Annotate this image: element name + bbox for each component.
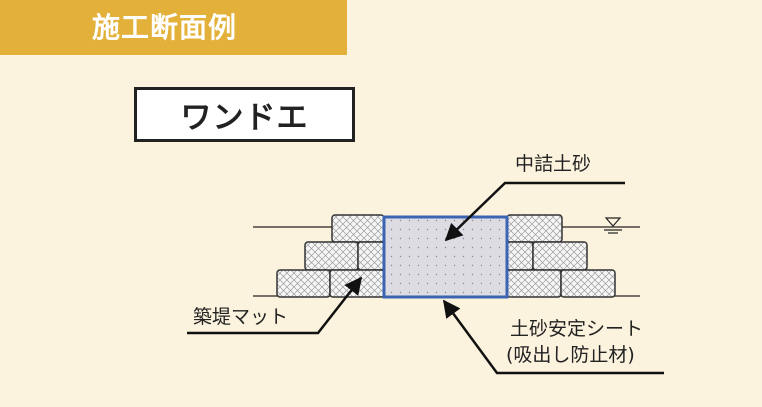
mat-block	[506, 269, 562, 298]
sheet-callout: 土砂安定シート (吸出し防止材)	[442, 299, 664, 375]
mat-label: 築堤マット	[193, 306, 288, 328]
sheet-label-line2: (吸出し防止材)	[506, 344, 635, 366]
mat-block	[304, 241, 359, 271]
fill-soil-callout: 中詰土砂	[444, 153, 625, 242]
mat-block	[357, 241, 385, 271]
mat-block	[532, 241, 588, 271]
construction-type-label: ワンドエ	[180, 100, 309, 136]
mat-block	[506, 241, 534, 271]
mat-block	[560, 269, 616, 298]
section-header: 施工断面例	[0, 0, 347, 55]
embankment-mats-right	[506, 214, 616, 298]
construction-type-box: ワンドエ	[134, 87, 355, 142]
mat-callout: 築堤マット	[187, 276, 363, 335]
water-level-icon	[604, 217, 622, 234]
sheet-label-line1: 土砂安定シート	[510, 318, 643, 340]
mat-block	[331, 214, 385, 243]
fill-soil-label: 中詰土砂	[515, 153, 591, 175]
mat-block	[276, 269, 331, 298]
fill-soil-core	[382, 215, 509, 299]
mat-block	[506, 214, 563, 243]
